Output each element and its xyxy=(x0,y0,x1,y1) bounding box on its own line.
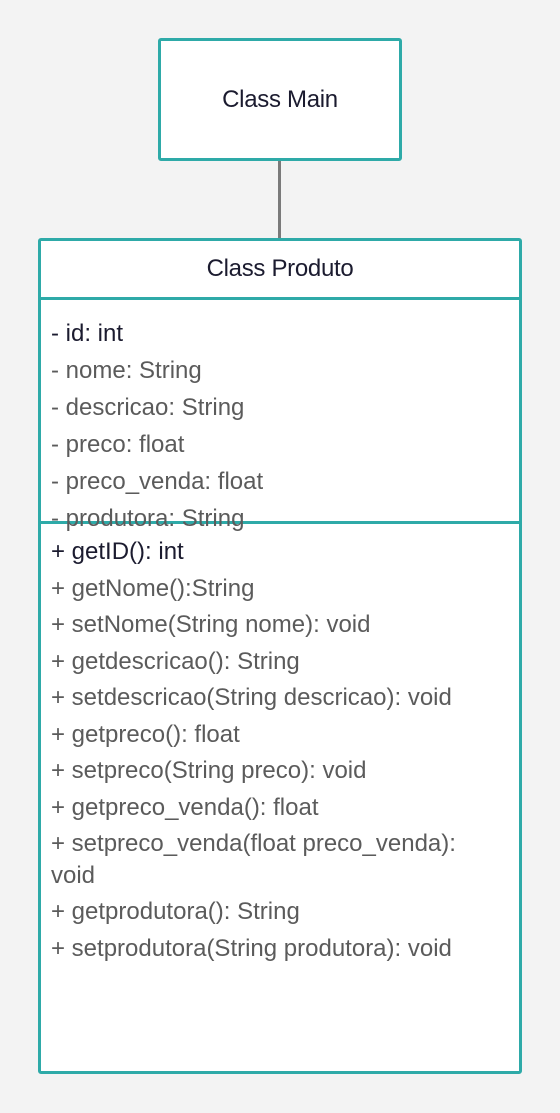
class-main-box[interactable]: Class Main xyxy=(158,38,402,161)
method-item: + setpreco_venda(float preco_venda): voi… xyxy=(51,830,456,889)
method-item: + getID(): int xyxy=(51,538,184,565)
method-item: + setpreco(String preco): void xyxy=(51,757,367,784)
attribute-item: - nome: String xyxy=(51,357,202,384)
method-item: + setNome(String nome): void xyxy=(51,611,371,638)
method-item: + getpreco_venda(): float xyxy=(51,793,319,821)
class-main-title: Class Main xyxy=(222,85,338,113)
attribute-item: - descricao: String xyxy=(51,394,245,421)
association-connector xyxy=(278,161,281,239)
method-item: + getprodutora(): String xyxy=(51,898,300,925)
method-item: + setdescricao(String descricao): void xyxy=(51,684,452,711)
method-item: + setprodutora(String produtora): void xyxy=(51,934,452,962)
method-item: + getNome():String xyxy=(51,574,255,602)
method-item: + getpreco(): float xyxy=(51,720,240,748)
attribute-item: - preco_venda: float xyxy=(51,468,264,495)
attribute-item: - produtora: String xyxy=(51,505,245,532)
attribute-item: - preco: float xyxy=(51,431,185,458)
attribute-item: - id: int xyxy=(51,320,124,347)
class-produto-title: Class Produto xyxy=(41,241,519,300)
methods-section: + getID(): int + getNome():String + setN… xyxy=(41,524,519,967)
attributes-section: - id: int - nome: String - descricao: St… xyxy=(41,300,519,532)
method-item: + getdescricao(): String xyxy=(51,647,300,675)
class-produto-box[interactable]: Class Produto - id: int - nome: String -… xyxy=(38,238,522,1074)
